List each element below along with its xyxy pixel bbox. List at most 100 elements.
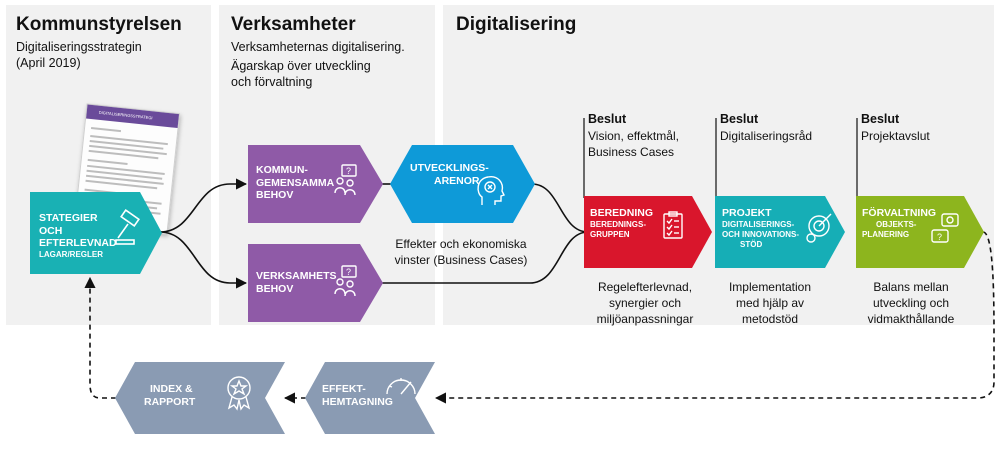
- shape-beredning[interactable]: [584, 196, 712, 268]
- label-small: Objekts-: [876, 219, 917, 229]
- shape-verksamhetsbehov-body: [248, 244, 383, 322]
- caption-line: utveckling och: [872, 296, 950, 310]
- label-line: efterlevnad: [39, 237, 117, 249]
- shape-projekt[interactable]: [715, 196, 845, 268]
- label-line: Stategier: [39, 212, 98, 224]
- svg-text:?: ?: [346, 267, 351, 277]
- sub-line: Ägarskap över utveckling: [231, 59, 371, 73]
- label-line: behov: [256, 282, 294, 295]
- beslut-line: Digitaliseringsråd: [720, 129, 813, 143]
- connector-to-kommungemensamma: [159, 178, 248, 233]
- sub-verksamheter: Verksamheternas digitalisering. Ägarskap…: [231, 39, 405, 90]
- caption-line: metodstöd: [741, 312, 799, 326]
- label-index: Index & rapport: [144, 383, 224, 408]
- people-question-icon: ?: [334, 265, 357, 297]
- label-line: Projekt: [722, 207, 772, 219]
- heading-kommunstyrelsen: Kommunstyrelsen: [16, 14, 182, 35]
- svg-text:?: ?: [937, 232, 942, 242]
- caption-line: med hjälp av: [735, 296, 805, 310]
- beslut-text-1: Vision, effektmål, Business Cases: [588, 128, 679, 160]
- caption-line: synergier och: [608, 296, 682, 310]
- beslut-text-3: Projektavslut: [861, 128, 930, 144]
- label-small: och innovations-: [722, 229, 800, 239]
- sub-line: och förvaltning: [231, 75, 313, 89]
- connector-verksamhet-to-beredning: [382, 231, 589, 284]
- shape-forvaltning[interactable]: ?: [856, 196, 984, 268]
- connector-to-verksamhetsbehov: [159, 231, 248, 289]
- caption-projekt: Implementation med hjälp av metodstöd: [705, 279, 835, 327]
- label-line: Beredning: [590, 207, 654, 219]
- label-line: Index &: [150, 383, 193, 395]
- label-projekt: Projekt Digitaliserings- och innovations…: [722, 207, 814, 250]
- gear-target-icon: [806, 213, 832, 243]
- people-question-icon: ?: [334, 164, 357, 196]
- heading-verksamheter: Verksamheter: [231, 14, 356, 35]
- connector-arenor-to-beredning: [531, 183, 589, 233]
- beslut-title-3: Beslut: [861, 112, 900, 126]
- label-line: gemensamma: [256, 176, 335, 189]
- label-line: och: [39, 224, 63, 237]
- label-effekthemtagning: Effekt- hemtagning: [322, 383, 412, 408]
- caption-effekter: Effekter och ekonomiska vinster (Busines…: [386, 236, 536, 268]
- caption-line: Implementation: [728, 280, 812, 294]
- feedback-loop-left: [84, 276, 116, 399]
- caption-line: Effekter och ekonomiska: [395, 237, 527, 251]
- beslut-title-2: Beslut: [720, 112, 759, 126]
- svg-text:?: ?: [346, 166, 351, 176]
- checklist-icon: [663, 211, 683, 239]
- label-line: hemtagning: [322, 395, 393, 408]
- gavel-icon: [115, 209, 140, 245]
- sub-line: Verksamheternas digitalisering.: [231, 40, 405, 54]
- caption-beredning: Regelefterlevnad, synergier och miljöanp…: [580, 279, 710, 327]
- caption-line: vidmakthållande: [867, 312, 955, 326]
- caption-line: Balans mellan: [873, 280, 949, 294]
- caption-line: vinster (Business Cases): [394, 253, 528, 267]
- shape-effekthemtagning[interactable]: [305, 362, 435, 434]
- label-small: Digitaliserings-: [722, 219, 795, 229]
- label-small: planering: [862, 229, 910, 239]
- shape-verksamhetsbehov[interactable]: ?: [248, 244, 383, 322]
- label-line: Utvecklings-: [410, 162, 489, 174]
- brain-head-icon: [477, 176, 505, 205]
- heading-digitalisering: Digitalisering: [456, 14, 577, 35]
- gauge-icon: [386, 378, 416, 395]
- sub-line: (April 2019): [16, 56, 81, 70]
- shape-utvecklingsarenor[interactable]: [390, 145, 535, 223]
- beslut-text-2: Digitaliseringsråd: [720, 128, 812, 144]
- label-forvaltning: Förvaltning Objekts- planering: [862, 207, 942, 240]
- beslut-line: Vision, effektmål,: [588, 129, 679, 143]
- label-line: Förvaltning: [862, 207, 937, 219]
- label-kommungemensamma: Kommun- gemensamma behov: [256, 164, 346, 202]
- shape-utvecklingsarenor-body: [390, 145, 535, 223]
- feedback-loop-right: [434, 231, 995, 404]
- beslut-line: Projektavslut: [861, 129, 930, 143]
- label-line: Verksamhets: [256, 270, 337, 282]
- beslut-line: Business Cases: [588, 145, 675, 159]
- label-line: behov: [256, 189, 294, 201]
- panel-digitalisering: [443, 5, 994, 325]
- beslut-title-1: Beslut: [588, 112, 627, 126]
- shape-index[interactable]: [115, 362, 285, 434]
- shape-strategier[interactable]: [30, 192, 162, 274]
- caption-line: Regelefterlevnad,: [597, 280, 693, 294]
- chat-gear-icon: ?: [931, 213, 959, 243]
- label-utvecklingsarenor: Utvecklings- arenor: [410, 162, 500, 187]
- caption-forvaltning: Balans mellan utveckling och vidmakthåll…: [846, 279, 976, 327]
- label-small: lagar/regler: [39, 249, 103, 259]
- caption-line: miljöanpassningar: [596, 312, 694, 326]
- label-small: Berednings-: [590, 219, 647, 229]
- label-small: gruppen: [590, 229, 630, 239]
- label-line: Effekt-: [322, 383, 366, 395]
- sub-kommunstyrelsen: Digitaliseringsstrategin (April 2019): [16, 39, 142, 71]
- shape-kommungemensamma[interactable]: ?: [248, 145, 383, 223]
- label-line: arenor: [434, 174, 480, 187]
- award-ribbon-icon: [227, 376, 251, 411]
- label-small: stöd: [740, 239, 763, 249]
- label-beredning: Beredning Berednings- gruppen: [590, 207, 670, 240]
- label-line: Kommun-: [256, 164, 308, 176]
- shape-index-body: [115, 362, 285, 434]
- label-strategier: Stategier och efterlevnad lagar/regler: [39, 212, 119, 260]
- label-verksamhetsbehov: Verksamhets behov: [256, 270, 346, 295]
- sub-line: Digitaliseringsstrategin: [16, 40, 142, 54]
